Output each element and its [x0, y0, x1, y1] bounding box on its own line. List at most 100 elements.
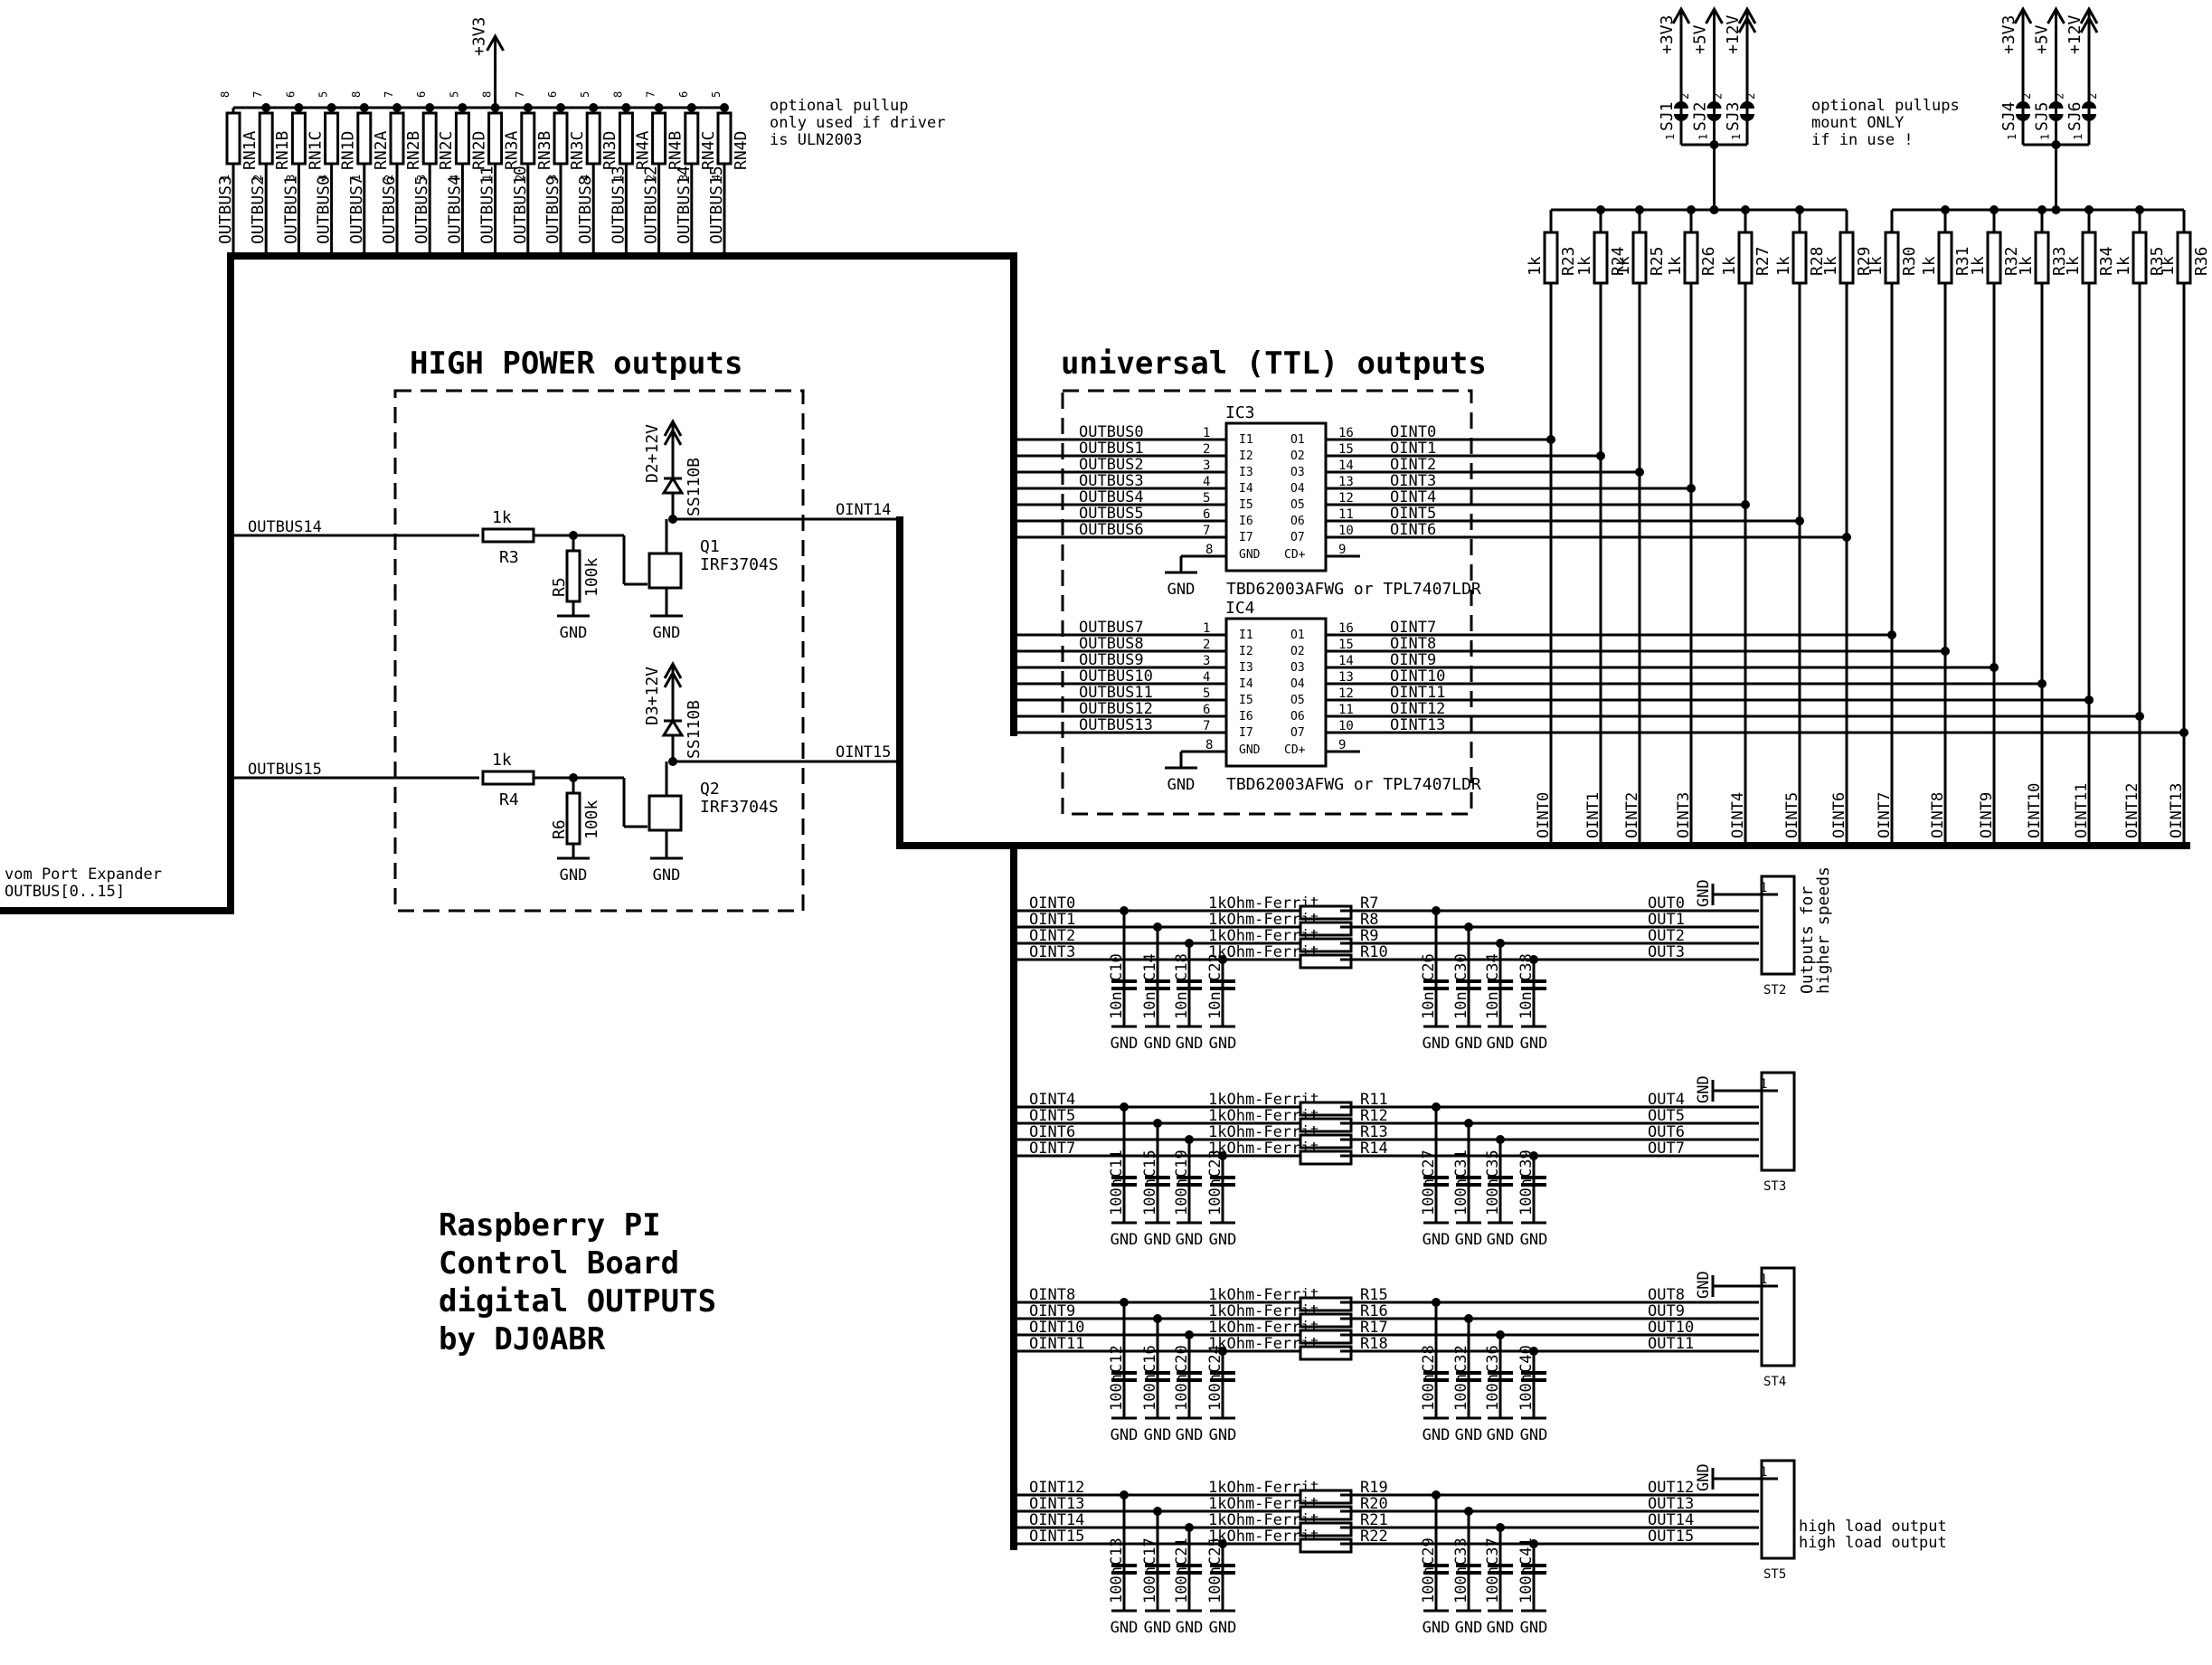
ground-label: GND — [1695, 1075, 1713, 1103]
cap-plate-bottom — [1423, 1378, 1449, 1382]
net-label: OINT10 — [2026, 783, 2044, 838]
pin-number: 1 — [611, 175, 624, 181]
component-ref: RN2D — [469, 131, 488, 170]
net-label: OUTBUS2 — [1079, 456, 1144, 474]
pullup-note: if in use ! — [1811, 131, 1914, 149]
net-label: OUTBUS9 — [1079, 651, 1144, 669]
component-ref: Q1 — [700, 537, 720, 556]
junction-dot — [621, 103, 631, 112]
net-label: OUTBUS0 — [315, 175, 334, 244]
component-value: 1k — [2114, 256, 2133, 276]
ground-label: GND — [1455, 1426, 1483, 1444]
title-block: Raspberry PI Control Board digital OUTPU… — [439, 1207, 716, 1358]
pin-number: 1 — [1730, 134, 1743, 140]
component-ref: R34 — [2097, 246, 2116, 276]
resistor-symbol — [225, 111, 241, 166]
pin-number: 2 — [645, 175, 657, 181]
net-label: OINT0 — [1029, 894, 1075, 913]
net-label: OINT8 — [1029, 1286, 1075, 1304]
diode-value: SS110B — [685, 700, 704, 759]
cap-plate-bottom — [1488, 1571, 1513, 1575]
cap-plate-top — [1111, 1176, 1137, 1179]
pin-name: I1 — [1239, 629, 1253, 642]
cap-plate-bottom — [1488, 1378, 1513, 1382]
component-ref: C23 — [1206, 1149, 1224, 1178]
cap-plate-bottom — [1423, 1571, 1449, 1575]
resistor-symbol — [2081, 231, 2097, 285]
component-value: 1k — [1774, 256, 1793, 276]
title-line-3: digital OUTPUTS — [439, 1283, 716, 1320]
pin-number: 6 — [284, 91, 297, 98]
input-note-line2: OUTBUS[0..15] — [5, 883, 125, 901]
ferrite-resistor — [1299, 1312, 1353, 1329]
pin-number: 11 — [1338, 703, 1354, 717]
cap-plate-top — [1177, 1564, 1202, 1567]
component-ref: R33 — [2050, 246, 2069, 276]
ferrite-resistor — [1299, 1345, 1353, 1361]
component-ref: R15 — [1360, 1286, 1388, 1304]
supply-label: +12V — [2065, 14, 2084, 54]
jumper-pad-bottom — [1706, 114, 1722, 121]
pin-number: 2 — [514, 175, 526, 181]
pin-number: 1 — [1760, 1272, 1767, 1287]
net-label: OINT4 — [1390, 488, 1436, 506]
component-ref: RN1A — [241, 130, 260, 170]
component-ref: C25 — [1206, 1537, 1224, 1566]
net-label: OUT2 — [1648, 927, 1685, 945]
ground-label: GND — [1423, 1619, 1451, 1637]
pin-number: 8 — [611, 91, 624, 98]
pin-number: 7 — [1203, 719, 1210, 733]
diode-symbol-icon — [661, 718, 685, 737]
cap-plate-bottom — [1177, 1183, 1202, 1187]
pin-number: 7 — [514, 91, 526, 98]
pin-number: 5 — [1203, 491, 1210, 506]
net-label: OINT6 — [1390, 521, 1436, 539]
cap-plate-top — [1456, 1371, 1481, 1375]
cap-plate-bottom — [1521, 1571, 1546, 1575]
net-label: OINT6 — [1029, 1123, 1075, 1141]
pin-number: 1 — [2039, 134, 2052, 140]
ferrite-value: 1kOhm-Ferrit — [1208, 1286, 1319, 1304]
component-value: 1k — [1821, 256, 1840, 276]
component-value: 100n — [1141, 1178, 1159, 1216]
cap-plate-bottom — [1111, 1378, 1137, 1382]
ground-label: GND — [1111, 1231, 1139, 1249]
component-value: 100k — [582, 557, 601, 597]
ground-label: GND — [1144, 1231, 1172, 1249]
cap-plate-bottom — [1111, 987, 1137, 990]
junction-dot — [589, 103, 599, 112]
component-ref: C33 — [1452, 1537, 1470, 1566]
ttl-frame — [1061, 389, 1473, 816]
ground-label: GND — [1209, 1231, 1237, 1249]
net-label: OINT1 — [1029, 911, 1075, 929]
connector-body — [1760, 1459, 1796, 1560]
connector-note: higher speeds — [1814, 866, 1833, 994]
pin-name: I3 — [1239, 661, 1253, 675]
pin-name: O6 — [1290, 710, 1305, 724]
ferrite-resistor — [1299, 1149, 1353, 1166]
junction-dot — [2051, 205, 2061, 214]
net-label: OUTBUS4 — [445, 175, 464, 244]
net-label: OUT9 — [1648, 1302, 1685, 1320]
component-ref: C16 — [1141, 1345, 1159, 1373]
component-ref: C41 — [1517, 1537, 1536, 1566]
ferrite-resistor — [1299, 904, 1353, 921]
title-line-4: by DJ0ABR — [439, 1321, 606, 1358]
cap-plate-top — [1488, 979, 1513, 983]
cap-plate-bottom — [1488, 1183, 1513, 1187]
component-ref: C11 — [1108, 1149, 1126, 1178]
net-label: OINT4 — [1029, 1091, 1075, 1109]
